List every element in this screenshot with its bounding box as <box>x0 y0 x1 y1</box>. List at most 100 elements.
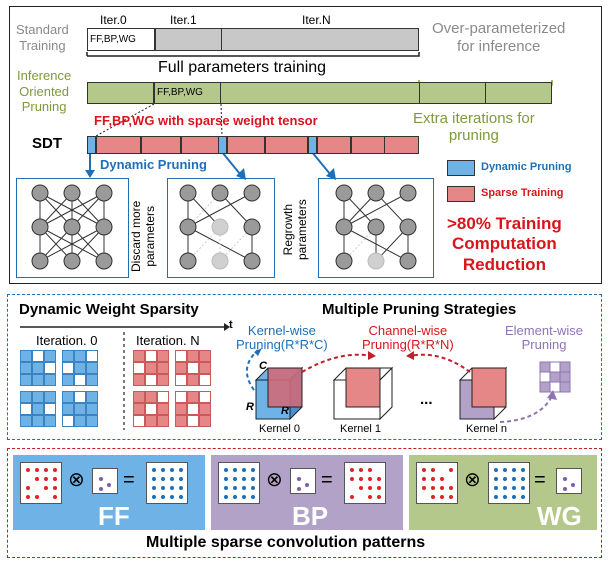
sparse-tensor-label: FF,BP,WG with sparse weight tensor <box>94 113 318 128</box>
kernel0-label: Kernel 0 <box>259 423 300 435</box>
sparse-dot <box>563 487 567 491</box>
reduction-label: >80% Training Computation Reduction <box>447 214 562 274</box>
weight-cell <box>86 350 98 362</box>
weight-cell <box>62 391 74 403</box>
element-wise-grid <box>539 361 571 393</box>
dws-title: Dynamic Weight Sparsity <box>19 301 199 318</box>
kernel1-cube <box>332 366 394 421</box>
sparse-dot <box>440 486 444 490</box>
weight-cell <box>86 415 98 427</box>
channel-wise-label: Channel-wise Pruning(R*R*N) <box>362 323 454 353</box>
sparse-dot <box>233 486 237 490</box>
sparse-dot <box>563 477 567 481</box>
caption: Multiple sparse convolution patterns <box>146 534 426 551</box>
sparse-dot <box>152 477 156 481</box>
sparse-dot <box>26 495 30 499</box>
weight-cell <box>187 362 199 374</box>
sparse-dot <box>431 495 435 499</box>
sparse-dot <box>368 468 372 472</box>
sdt-bar-seg <box>96 136 141 154</box>
network-box-2 <box>318 178 434 278</box>
element-wise-label: Element-wise Pruning <box>505 323 584 353</box>
sparse-dot <box>449 468 453 472</box>
weight-cell <box>133 350 145 362</box>
inference-bar-seg <box>87 82 154 104</box>
kernel0-cube <box>254 366 304 421</box>
iteration0-label: Iteration. 0 <box>36 333 98 348</box>
inference-ff-bp-wg: FF,BP,WG <box>157 87 203 98</box>
sparse-dot <box>494 477 498 481</box>
sparse-dot <box>53 486 57 490</box>
weight-cell <box>62 374 74 386</box>
sparse-dot <box>99 487 103 491</box>
standard-ff-bp-wg: FF,BP,WG <box>90 34 136 45</box>
otimes-symbol: ⊗ <box>68 469 85 491</box>
weight-cell <box>44 403 56 415</box>
legend-sparse-label: Sparse Training <box>481 187 564 199</box>
r-label-left: R <box>246 401 254 413</box>
sparse-dot <box>350 477 354 481</box>
equals-symbol: = <box>123 469 135 491</box>
sparse-dot <box>422 486 426 490</box>
sparse-dot <box>431 468 435 472</box>
sdt-bar-seg <box>351 136 385 154</box>
weight-cell <box>20 415 32 427</box>
weight-cell <box>187 350 199 362</box>
weight-cell <box>199 362 211 374</box>
sparse-dot <box>242 468 246 472</box>
weight-cell <box>62 415 74 427</box>
standard-training-label: Standard Training <box>16 22 69 54</box>
ff-output-matrix <box>146 462 188 504</box>
otimes-symbol: ⊗ <box>266 469 283 491</box>
wg-grad-matrix <box>488 462 530 504</box>
sparse-dot <box>170 477 174 481</box>
sdt-bar-prune <box>87 136 96 154</box>
weight-cell <box>32 403 44 415</box>
inference-oriented-label: Inference Oriented Pruning <box>17 68 72 115</box>
weight-cell <box>32 415 44 427</box>
weight-cell <box>20 362 32 374</box>
sparse-dot <box>170 468 174 472</box>
sparse-dot <box>422 468 426 472</box>
c-label: C <box>259 360 267 372</box>
weight-cell <box>74 362 86 374</box>
weight-cell <box>32 350 44 362</box>
weight-cell <box>62 403 74 415</box>
sparse-dot <box>494 486 498 490</box>
sparse-dot <box>359 468 363 472</box>
sparse-dot <box>224 468 228 472</box>
sparse-dot <box>350 468 354 472</box>
sparse-dot <box>521 486 525 490</box>
weight-cell <box>145 362 157 374</box>
weight-cell <box>74 391 86 403</box>
sparse-dot <box>512 486 516 490</box>
sparse-dot <box>422 477 426 481</box>
weight-cell <box>44 374 56 386</box>
sparse-dot <box>44 486 48 490</box>
sparse-dot <box>503 477 507 481</box>
bottom-panel <box>7 448 602 558</box>
middle-panel <box>7 294 602 440</box>
weight-cell <box>145 391 157 403</box>
weight-cell <box>175 415 187 427</box>
weight-cell <box>157 415 169 427</box>
kernel-wise-label: Kernel-wise Pruning(R*R*C) <box>236 323 328 353</box>
kernel-n-cube <box>458 366 508 421</box>
sparse-dot <box>99 477 103 481</box>
sparse-dot <box>233 468 237 472</box>
sparse-dot <box>251 468 255 472</box>
sdt-bar-seg <box>265 136 308 154</box>
sparse-dot <box>224 486 228 490</box>
legend-sparse-swatch <box>447 186 475 202</box>
weight-cell <box>44 415 56 427</box>
ff-kernel <box>92 468 118 494</box>
sparse-dot <box>233 477 237 481</box>
standard-bar-seg <box>155 28 222 51</box>
sdt-bar-seg <box>141 136 181 154</box>
dynamic-pruning-label: Dynamic Pruning <box>100 157 207 172</box>
sparse-dot <box>521 495 525 499</box>
weight-cell <box>199 391 211 403</box>
wg-output-kernel <box>556 468 582 494</box>
weight-cell <box>86 362 98 374</box>
